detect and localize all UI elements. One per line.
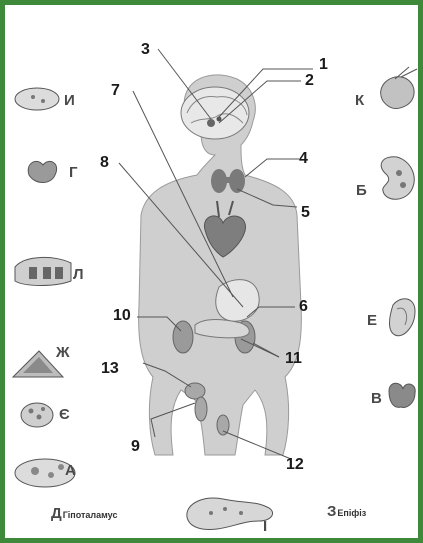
letter-a: А — [65, 463, 76, 478]
label-4: 4 — [299, 151, 308, 167]
label-1: 1 — [319, 57, 328, 73]
letter-h: Г — [69, 165, 78, 180]
label-3: 3 — [141, 42, 150, 58]
letter-b: Б — [356, 183, 367, 198]
label-12: 12 — [286, 457, 304, 473]
letter-z-epiphysis: ЗЕпіфіз — [327, 504, 366, 519]
icon-e-organ — [390, 299, 416, 336]
icon-v-organ — [389, 383, 415, 407]
icon-l-organ — [15, 257, 71, 285]
letter-i2: І — [263, 519, 267, 534]
letter-l: Л — [73, 267, 84, 282]
letter-k: К — [355, 93, 364, 108]
letter-z: З — [327, 503, 336, 520]
label-6: 6 — [299, 299, 308, 315]
letter-d: Д — [51, 505, 62, 522]
icon-h-organ — [28, 161, 56, 182]
icon-b-organ — [381, 157, 414, 200]
label-8: 8 — [100, 155, 109, 171]
label-11: 11 — [285, 351, 302, 367]
icon-ye-organ — [21, 403, 53, 427]
letter-v: В — [371, 391, 382, 406]
letter-i: И — [64, 93, 75, 108]
label-9: 9 — [131, 439, 140, 455]
icon-k-organ — [381, 67, 417, 108]
icon-i2-organ — [187, 498, 273, 530]
letter-d-hypothalamus: ДГіпоталамус — [51, 506, 117, 521]
epiphysis-word: Епіфіз — [337, 508, 366, 518]
letter-e: Е — [367, 313, 377, 328]
letter-zh: Ж — [56, 345, 70, 360]
hypothalamus-word: Гіпоталамус — [63, 510, 118, 520]
label-7: 7 — [111, 83, 120, 99]
letter-ye: Є — [59, 407, 70, 422]
label-5: 5 — [301, 205, 310, 221]
label-13: 13 — [101, 361, 119, 377]
label-2: 2 — [305, 73, 314, 89]
icon-i-organ — [15, 88, 59, 110]
label-10: 10 — [113, 308, 131, 324]
